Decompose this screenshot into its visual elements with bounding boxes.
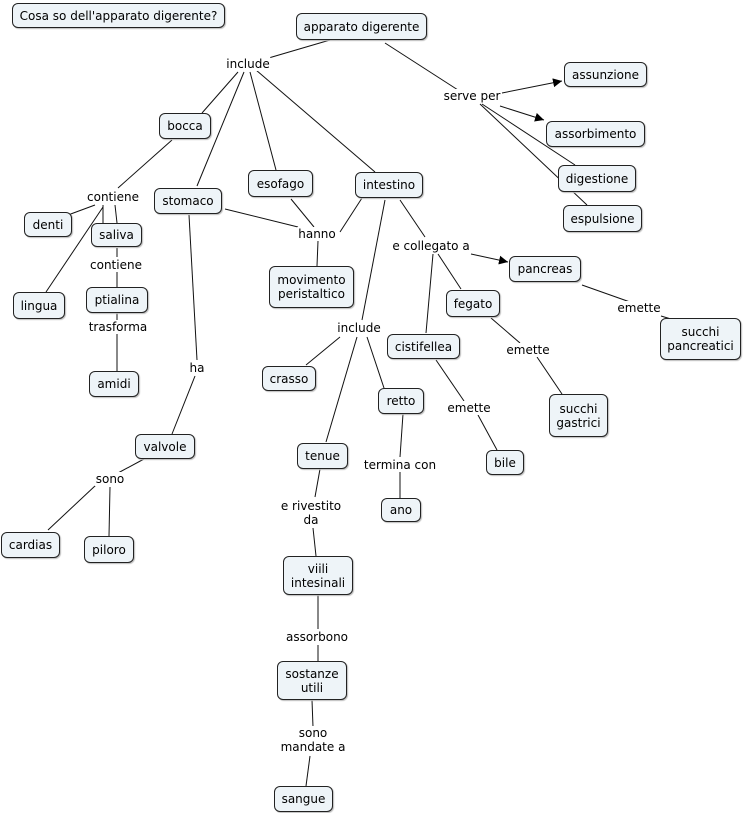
concept-title-box[interactable]: Cosa so dell'apparato digerente? [12,3,225,28]
concept-sangue[interactable]: sangue [274,786,333,812]
concept-ano[interactable]: ano [381,498,421,522]
concept-amidi[interactable]: amidi [89,371,139,397]
connector [117,139,173,189]
link-sono: sono [94,472,126,486]
connector [435,359,465,402]
connector [490,317,521,344]
connector [108,486,111,537]
connector [481,103,576,166]
connector [305,755,311,787]
link-emette-cistifellea: emette [446,401,492,415]
connector [581,284,631,303]
connector [311,699,314,728]
connector [312,527,317,557]
link-contiene-bocca: contiene [86,190,140,204]
link-include-intestino: include [336,321,382,335]
concept-apparato-digerente[interactable]: apparato digerente [296,13,427,40]
link-collegato: e collegato a [391,239,471,253]
concept-cardias[interactable]: cardias [1,532,60,558]
connector [117,458,145,474]
connector [384,42,459,91]
link-contiene-saliva: contiene [89,258,143,272]
link-ha: ha [188,361,206,375]
concept-bocca[interactable]: bocca [159,113,211,139]
concept-assunzione[interactable]: assunzione [564,62,647,87]
connector [67,204,96,216]
concept-lingua[interactable]: lingua [13,292,65,319]
connector [425,253,434,334]
connector [437,253,462,290]
link-assorbono: assorbono [284,630,350,644]
concept-movimento-peristaltico[interactable]: movimento peristaltico [269,266,354,308]
connector [224,208,299,228]
connector [501,78,563,94]
connector [339,197,363,233]
connector [399,199,426,238]
concept-pancreas[interactable]: pancreas [509,256,581,282]
concept-ptialina[interactable]: ptialina [86,287,148,313]
concept-espulsione[interactable]: espulsione [563,205,642,232]
connector [114,204,118,224]
concept-crasso[interactable]: crasso [262,366,316,391]
connector [499,105,545,122]
link-trasforma: trasforma [87,320,149,334]
concept-denti[interactable]: denti [24,212,72,237]
connector [470,253,509,265]
connector [290,198,315,228]
link-serve-per: serve per [442,89,502,103]
concept-valvole[interactable]: valvole [135,434,195,459]
connector [366,336,385,389]
connector [399,413,404,458]
concept-cistifellea[interactable]: cistifellea [387,334,460,359]
connector [477,414,498,451]
connector [316,240,319,267]
connector [188,214,198,361]
connector [325,336,358,443]
concept-retto[interactable]: retto [378,388,424,414]
connector [255,69,376,173]
connector [201,71,239,114]
concept-bile[interactable]: bile [486,450,524,475]
concept-succhi-pancreatici[interactable]: succhi pancreatici [660,318,741,360]
concept-villi-intestinali[interactable]: viili intesinali [283,556,353,595]
link-emette-fegato: emette [505,343,551,357]
link-include: include [225,57,271,71]
concept-tenue[interactable]: tenue [297,443,348,469]
concept-esofago[interactable]: esofago [248,170,313,197]
concept-fegato[interactable]: fegato [446,290,500,317]
concept-saliva[interactable]: saliva [91,223,142,247]
concept-piloro[interactable]: piloro [84,536,134,563]
connector [305,336,341,366]
connector [361,199,386,321]
link-emette-pancreas: emette [616,301,662,315]
link-termina-con: termina con [362,458,438,472]
concept-assorbimento[interactable]: assorbimento [546,121,645,147]
concept-intestino[interactable]: intestino [355,172,423,198]
concept-sostanze-utili[interactable]: sostanze utili [277,661,347,700]
connector [196,71,245,187]
concept-digestione[interactable]: digestione [558,165,636,192]
connector [171,375,196,435]
connector [45,206,104,293]
concept-stomaco[interactable]: stomaco [154,188,222,214]
link-mandate: sono mandate a [279,726,347,754]
connector [47,484,97,531]
link-rivestito: e rivestito da [279,499,343,527]
link-hanno: hanno [297,227,337,241]
connector [314,468,321,498]
connector [249,71,277,171]
concept-succhi-gastrici[interactable]: succhi gastrici [549,394,608,437]
connector [536,356,563,395]
